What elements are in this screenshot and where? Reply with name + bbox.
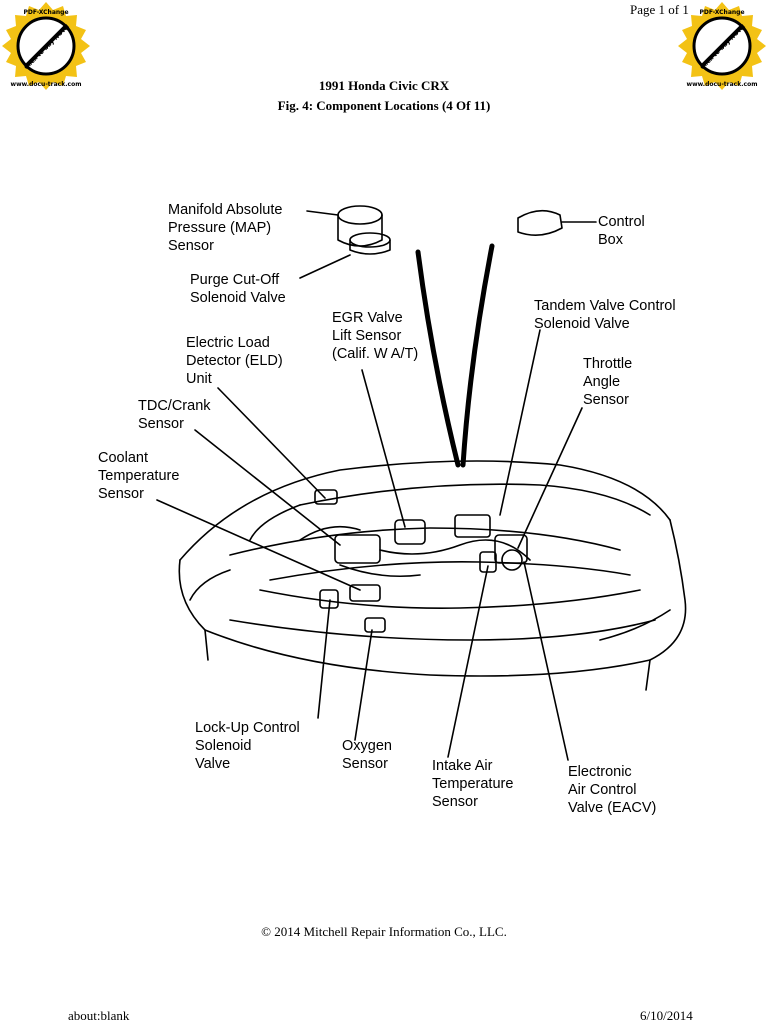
- pdf-xchange-badge-left[interactable]: PDF-XChange www.docu-track.com Click to …: [0, 0, 92, 92]
- page-number: Page 1 of 1: [630, 2, 689, 17]
- footer-date: 6/10/2014: [640, 1008, 693, 1023]
- footer-url: about:blank: [68, 1008, 130, 1023]
- copyright-notice: © 2014 Mitchell Repair Information Co., …: [261, 924, 507, 939]
- figure-caption: Fig. 4: Component Locations (4 Of 11): [277, 98, 491, 113]
- badge-top-text: PDF-XChange: [699, 9, 744, 16]
- badge-top-text: PDF-XChange: [23, 9, 68, 16]
- engine-bay-drawing: [156, 205, 687, 761]
- badge-bottom-text: www.docu-track.com: [687, 81, 758, 88]
- document-title: 1991 Honda Civic CRX: [318, 78, 450, 93]
- pdf-xchange-badge-right[interactable]: PDF-XChange www.docu-track.com Click to …: [676, 0, 768, 92]
- badge-bottom-text: www.docu-track.com: [11, 81, 82, 88]
